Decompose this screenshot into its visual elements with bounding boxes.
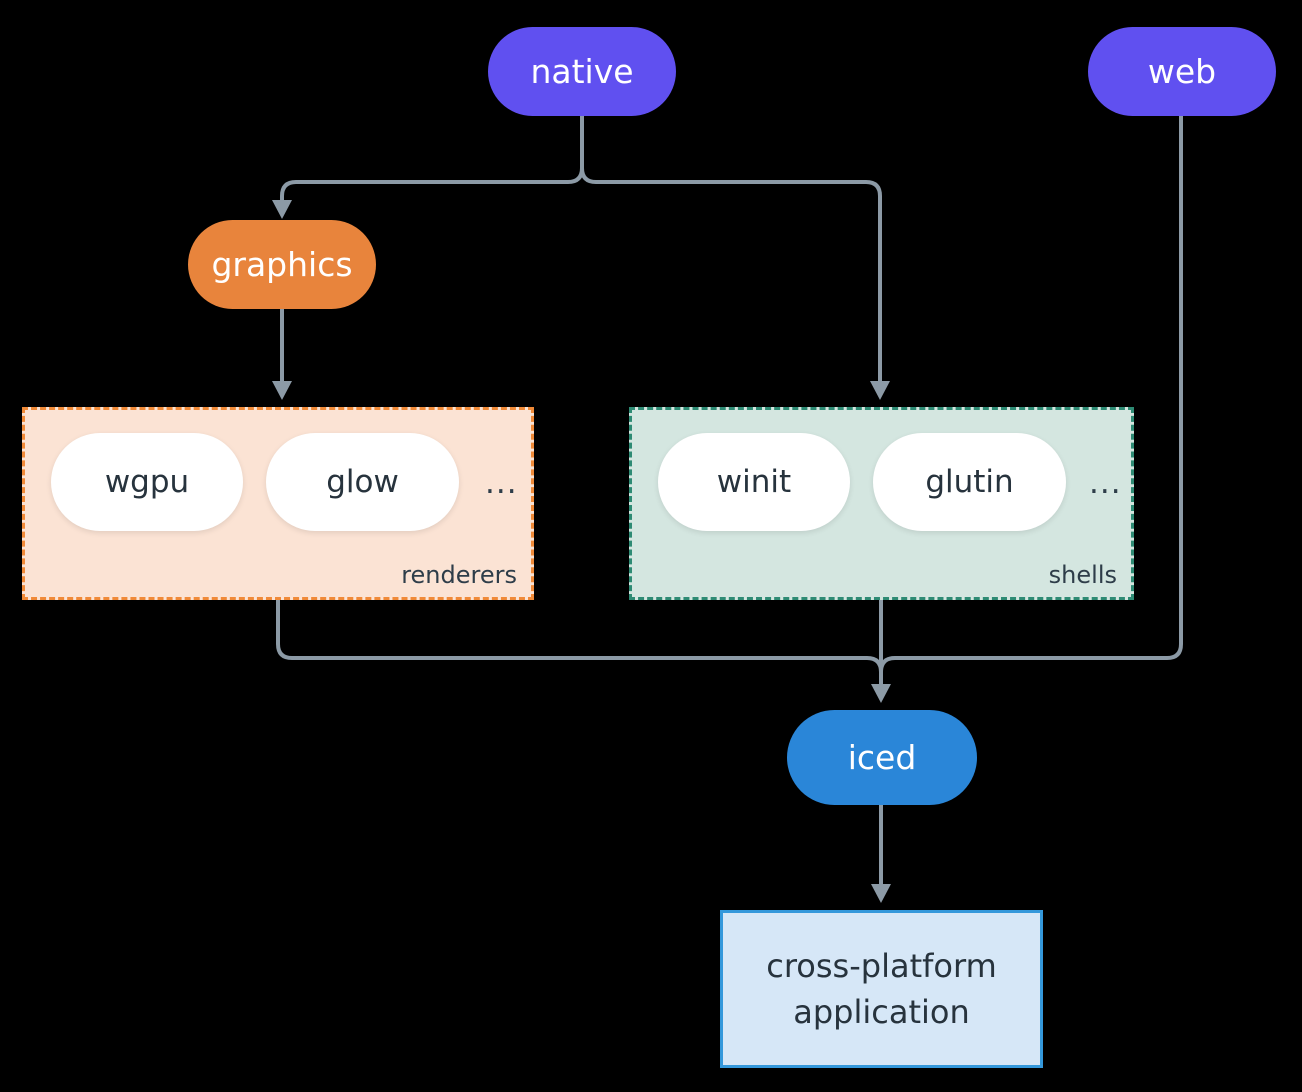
renderers-overflow-ellipsis: ...: [485, 465, 518, 501]
arrowhead-to-iced: [871, 684, 891, 703]
chip-glow-label: glow: [326, 464, 399, 500]
arrowhead-to-application: [871, 884, 891, 903]
node-native-label: native: [530, 51, 634, 91]
arrowhead-to-renderers: [272, 381, 292, 400]
shells-overflow-ellipsis: ...: [1089, 465, 1122, 501]
edge-native-shells: [580, 114, 882, 387]
node-web-label: web: [1147, 51, 1217, 91]
edge-native-split: [280, 114, 584, 209]
node-application-label: cross-platform application: [766, 943, 996, 1036]
chip-winit-label: winit: [716, 464, 792, 500]
chip-glutin[interactable]: glutin: [873, 433, 1066, 531]
node-native[interactable]: native: [488, 27, 676, 116]
arrowhead-to-shells: [870, 381, 890, 400]
node-web[interactable]: web: [1088, 27, 1276, 116]
edge-web-iced: [879, 114, 1183, 692]
node-iced[interactable]: iced: [787, 710, 977, 805]
chip-winit[interactable]: winit: [658, 433, 850, 531]
node-application[interactable]: cross-platform application: [720, 910, 1043, 1068]
node-application-label-line1: cross-platform: [766, 946, 997, 985]
chip-wgpu-label: wgpu: [104, 464, 190, 500]
cluster-renderers: wgpu glow ... renderers: [22, 407, 534, 600]
cluster-shells: winit glutin ... shells: [629, 407, 1134, 600]
arrowhead-to-graphics: [272, 200, 292, 219]
cluster-shells-label: shells: [1048, 561, 1117, 589]
node-graphics-label: graphics: [211, 244, 353, 284]
chip-glow[interactable]: glow: [266, 433, 459, 531]
chip-wgpu[interactable]: wgpu: [51, 433, 243, 531]
node-iced-label: iced: [847, 737, 917, 777]
node-graphics[interactable]: graphics: [188, 220, 376, 309]
cluster-renderers-label: renderers: [401, 561, 517, 589]
node-application-label-line2: application: [793, 993, 970, 1031]
edge-renderers-iced: [276, 598, 883, 692]
chip-glutin-label: glutin: [925, 464, 1014, 500]
